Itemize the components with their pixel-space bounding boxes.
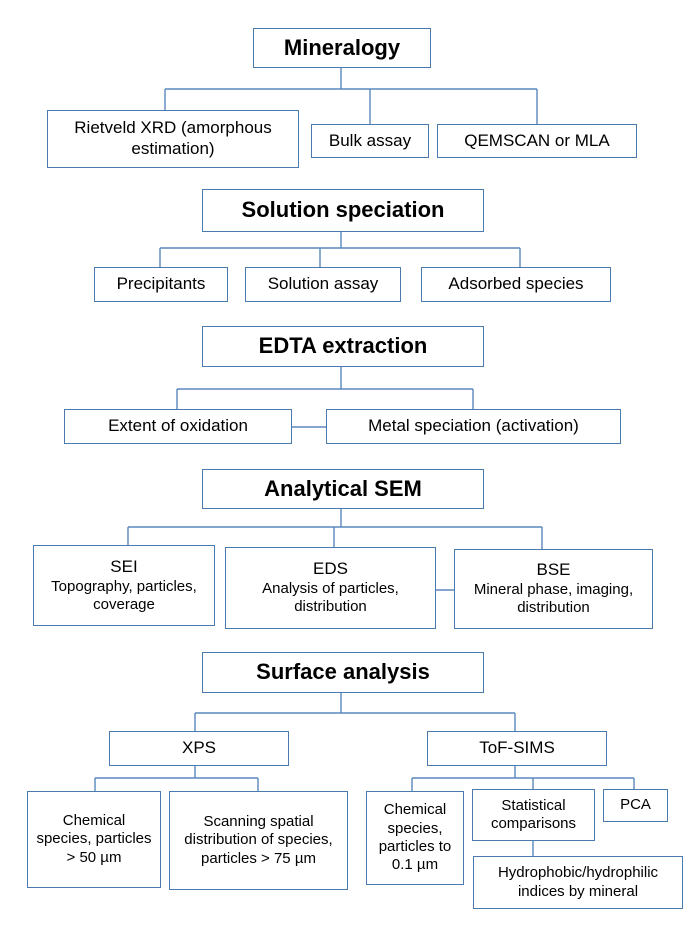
hydrophobic-indices-box: Hydrophobic/hydrophilic indices by miner… (473, 856, 683, 909)
xps-box: XPS (109, 731, 289, 766)
mineralogy-title: Mineralogy (283, 34, 401, 60)
bse-title: BSE (536, 560, 571, 580)
sei-description: Topography, particles, coverage (51, 577, 197, 613)
sei-title: SEI (110, 556, 138, 576)
tofsims-box: ToF-SIMS (427, 731, 607, 766)
solution-assay-label: Solution assay (267, 274, 379, 294)
bulk-assay-label: Bulk assay (328, 130, 412, 150)
rietveld-xrd-label: Rietveld XRD (amorphous estimation) (74, 118, 272, 158)
xps-scanning-box: Scanning spatial distribution of species… (169, 791, 348, 890)
analytical-sem-title: Analytical SEM (264, 475, 422, 501)
solution-speciation-title: Solution speciation (241, 197, 445, 223)
extent-oxidation-label: Extent of oxidation (108, 416, 248, 436)
bulk-assay-box: Bulk assay (311, 124, 429, 158)
tofsims-label: ToF-SIMS (479, 738, 555, 758)
surface-analysis-title: Surface analysis (256, 659, 430, 685)
precipitants-box: Precipitants (94, 267, 228, 302)
precipitants-label: Precipitants (116, 274, 206, 294)
statistical-comparisons-label: Statistical comparisons (490, 796, 577, 832)
hydrophobic-indices-label: Hydrophobic/hydrophilic indices by miner… (497, 864, 659, 900)
qemscan-label: QEMSCAN or MLA (464, 130, 610, 150)
eds-description: Analysis of particles, distribution (262, 580, 399, 616)
edta-extraction-title: EDTA extraction (258, 333, 428, 359)
adsorbed-species-label: Adsorbed species (448, 274, 584, 294)
xps-chemical-species-label: Chemical species, particles > 50 µm (36, 812, 152, 866)
xps-scanning-label: Scanning spatial distribution of species… (184, 813, 333, 867)
tof-chemical-species-label: Chemical species, particles to 0.1 µm (378, 801, 452, 874)
solution-assay-box: Solution assay (245, 267, 401, 302)
eds-title: EDS (313, 559, 348, 579)
surface-analysis-header: Surface analysis (202, 652, 484, 693)
statistical-comparisons-box: Statistical comparisons (472, 789, 595, 841)
eds-box: EDS Analysis of particles, distribution (225, 547, 436, 629)
pca-box: PCA (603, 789, 668, 822)
xps-label: XPS (181, 738, 217, 758)
solution-speciation-header: Solution speciation (202, 189, 484, 232)
xps-chemical-species-box: Chemical species, particles > 50 µm (27, 791, 161, 888)
mineralogy-header: Mineralogy (253, 28, 431, 68)
extent-oxidation-box: Extent of oxidation (64, 409, 292, 444)
edta-extraction-header: EDTA extraction (202, 326, 484, 367)
metal-speciation-label: Metal speciation (activation) (368, 416, 579, 436)
analytical-sem-header: Analytical SEM (202, 469, 484, 509)
metal-speciation-box: Metal speciation (activation) (326, 409, 621, 444)
bse-description: Mineral phase, imaging, distribution (473, 581, 634, 617)
tof-chemical-species-box: Chemical species, particles to 0.1 µm (366, 791, 464, 885)
rietveld-xrd-box: Rietveld XRD (amorphous estimation) (47, 110, 299, 168)
adsorbed-species-box: Adsorbed species (421, 267, 611, 302)
pca-label: PCA (620, 796, 651, 814)
bse-box: BSE Mineral phase, imaging, distribution (454, 549, 653, 629)
sei-box: SEI Topography, particles, coverage (33, 545, 215, 626)
qemscan-box: QEMSCAN or MLA (437, 124, 637, 158)
